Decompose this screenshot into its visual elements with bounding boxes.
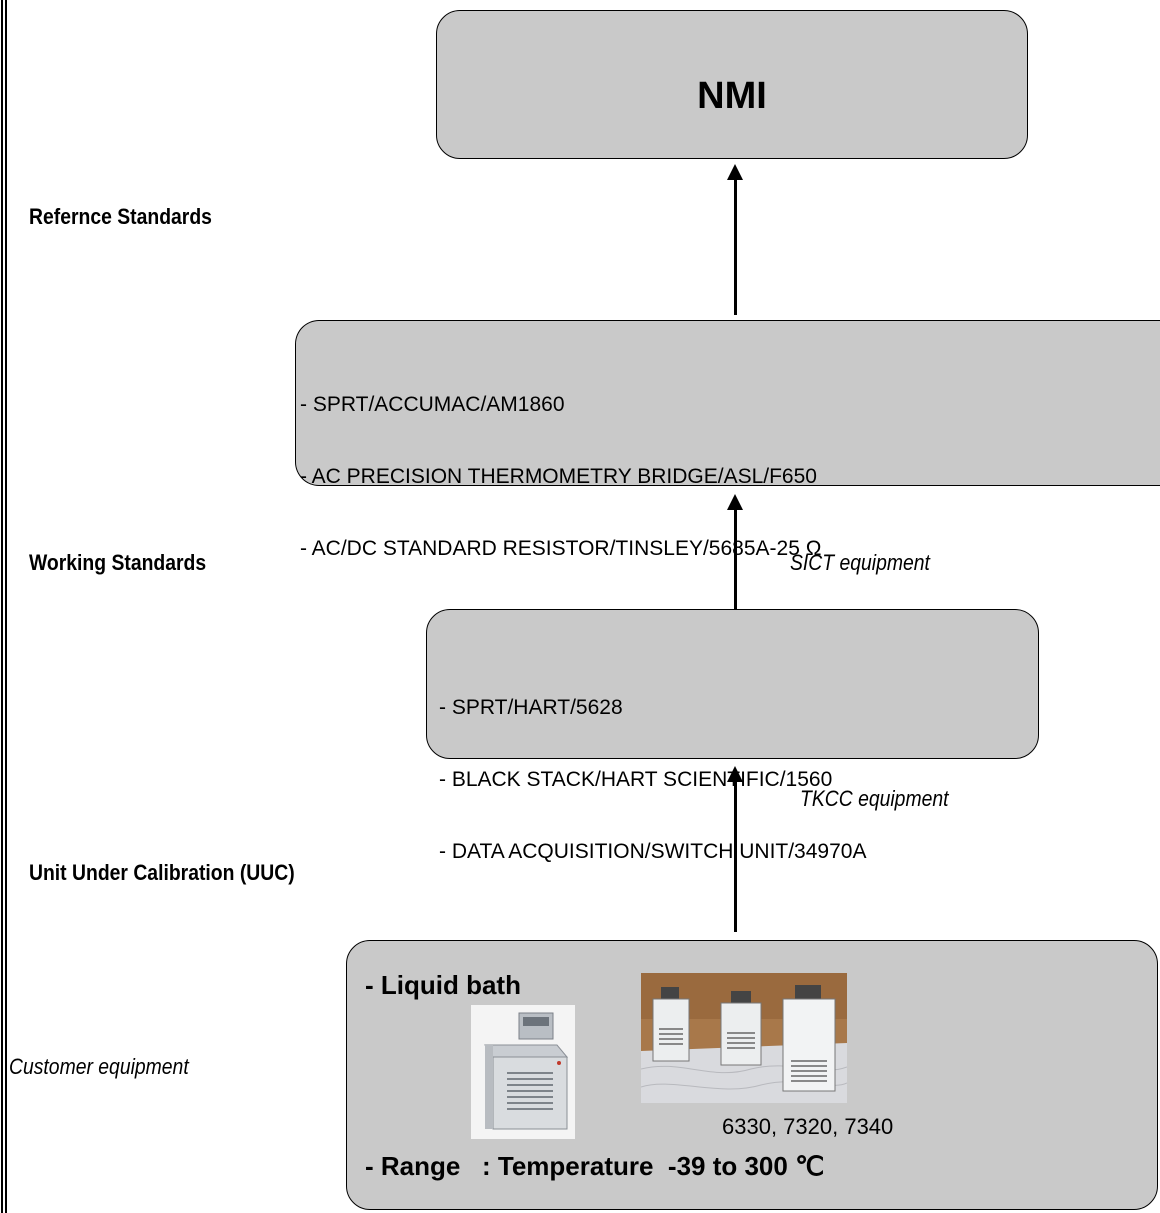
reference-item: - AC PRECISION THERMOMETRY BRIDGE/ASL/F6… [300, 465, 817, 488]
working-item: - SPRT/HART/5628 [439, 696, 623, 719]
left-border-line [1, 0, 3, 1213]
note-customer: Customer equipment [9, 1054, 189, 1079]
uuc-box: - Liquid bath [346, 940, 1158, 1210]
reference-item: - AC/DC STANDARD RESISTOR/TINSLEY/5685A-… [300, 537, 822, 560]
reference-standards-list: - SPRT/ACCUMAC/AM1860 - AC PRECISION THE… [300, 345, 821, 609]
liquid-bath-photo [471, 1005, 575, 1139]
working-standards-box: - SPRT/HART/5628 - BLACK STACK/HART SCIE… [426, 609, 1039, 863]
arrow-up-icon [727, 766, 743, 932]
note-sict: SICT equipment [790, 550, 930, 575]
arrow-up-icon [727, 164, 743, 315]
uuc-range-label: - Range : Temperature -39 to 300 ℃ [365, 1151, 825, 1181]
bath-group-photo [641, 973, 847, 1103]
nmi-title: NMI [697, 75, 767, 117]
reference-standards-box: - SPRT/ACCUMAC/AM1860 - AC PRECISION THE… [295, 320, 1160, 560]
uuc-item-label: - Liquid bath [365, 970, 521, 1000]
working-standards-list: - SPRT/HART/5628 - BLACK STACK/HART SCIE… [439, 648, 866, 912]
reference-item: - SPRT/ACCUMAC/AM1860 [300, 393, 565, 416]
nmi-box: NMI [436, 10, 1028, 159]
level-label-working: Working Standards [29, 550, 207, 575]
left-border-line [5, 0, 7, 1213]
arrow-up-icon [727, 494, 743, 610]
bath-model-numbers: 6330, 7320, 7340 [722, 1114, 894, 1139]
working-item: - DATA ACQUISITION/SWITCH UNIT/34970A [439, 840, 867, 863]
note-tkcc: TKCC equipment [800, 786, 949, 811]
working-item: - BLACK STACK/HART SCIENTIFIC/1560 [439, 768, 833, 791]
level-label-uuc: Unit Under Calibration (UUC) [29, 860, 295, 885]
level-label-reference: Refernce Standards [29, 204, 212, 229]
